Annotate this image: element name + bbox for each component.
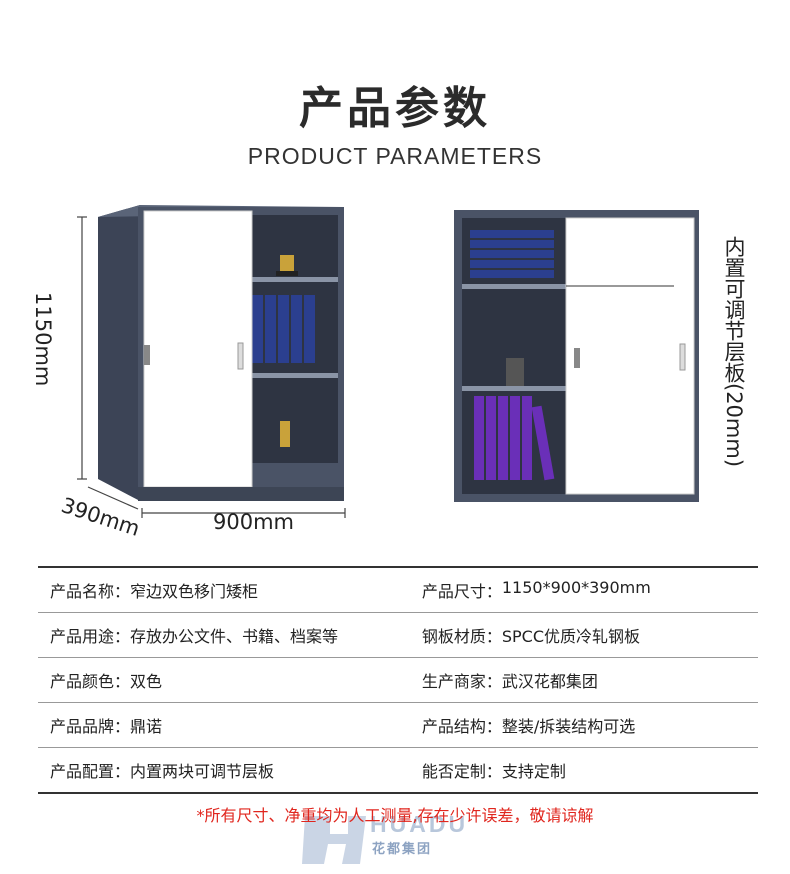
page-title: 产品参数 xyxy=(299,83,491,134)
height-dimension-label: 1150mm xyxy=(31,292,55,387)
spec-key: 能否定制： xyxy=(421,762,502,781)
spec-value: 双色 xyxy=(130,672,163,691)
width-dimension-label: 900mm xyxy=(213,510,294,534)
spec-value: 内置两块可调节层板 xyxy=(130,762,275,781)
spec-key: 生产商家： xyxy=(421,672,502,691)
spec-row: 产品颜色：双色 生产商家：武汉花都集团 xyxy=(38,658,758,703)
spec-value: 整装/拆装结构可选 xyxy=(501,717,636,736)
spec-row: 产品用途：存放办公文件、书籍、档案等 钢板材质：SPCC优质冷轧钢板 xyxy=(38,613,758,658)
cabinet-front-image xyxy=(454,210,699,502)
spec-key: 产品配置： xyxy=(50,762,131,781)
logo-text: HUADU xyxy=(370,811,469,837)
spec-value: SPCC优质冷轧钢板 xyxy=(501,627,641,646)
spec-value: 武汉花都集团 xyxy=(501,672,598,691)
spec-value: 1150*900*390mm xyxy=(501,578,651,597)
disclaimer-note: *所有尺寸、净重均为人工测量,存在少许误差，敬请谅解 xyxy=(196,806,594,825)
spec-key: 钢板材质： xyxy=(421,627,502,646)
spec-row: 产品名称：窄边双色移门矮柜 产品尺寸：1150*900*390mm xyxy=(38,568,758,613)
spec-key: 产品名称： xyxy=(50,582,131,601)
spec-key: 产品尺寸： xyxy=(421,582,502,601)
shelf-note: 内置可调节层板(20mm) xyxy=(722,236,746,468)
spec-value: 存放办公文件、书籍、档案等 xyxy=(130,627,339,646)
spec-row: 产品品牌：鼎诺 产品结构：整装/拆装结构可选 xyxy=(38,703,758,748)
spec-row: 产品配置：内置两块可调节层板 能否定制：支持定制 xyxy=(38,748,758,792)
spec-key: 产品品牌： xyxy=(50,717,131,736)
page-subtitle: PRODUCT PARAMETERS xyxy=(247,143,543,169)
spec-key: 产品结构： xyxy=(421,717,502,736)
spec-value: 窄边双色移门矮柜 xyxy=(130,582,259,601)
logo-subtext: 花都集团 xyxy=(372,842,433,857)
spec-value: 支持定制 xyxy=(501,762,566,781)
cabinet-perspective-image xyxy=(77,205,346,518)
spec-table: 产品名称：窄边双色移门矮柜 产品尺寸：1150*900*390mm 产品用途：存… xyxy=(38,566,758,794)
huadu-logo-icon xyxy=(302,816,366,864)
spec-key: 产品用途： xyxy=(50,627,131,646)
spec-key: 产品颜色： xyxy=(50,672,131,691)
spec-value: 鼎诺 xyxy=(130,717,163,736)
